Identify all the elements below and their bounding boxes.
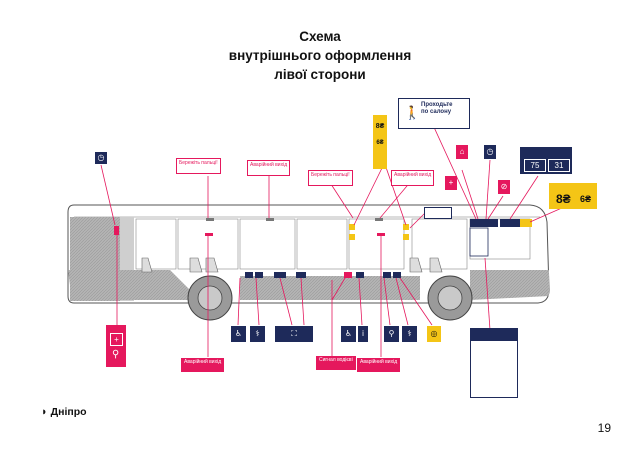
first-aid-icon: +	[110, 333, 123, 346]
fire-extinguisher-sticker: + ⚲	[106, 325, 126, 367]
pass-through-line-1: Проходьте	[421, 102, 453, 108]
walking-person-icon: 🚶	[404, 105, 421, 120]
footer-logo: ◗ Дніпро	[41, 406, 87, 418]
wheelchair-icon: ♿	[341, 326, 356, 342]
route-board: 75 31	[520, 147, 572, 174]
signal-driver-label: Сигнал водієві	[316, 356, 356, 370]
emergency-exit-bottom-1: Аварійний вихід	[181, 358, 225, 372]
passenger-seat-icon: ⚲	[384, 326, 399, 342]
page-title-line-2: внутрішнього оформлення	[228, 48, 412, 63]
footer-logo-text: Дніпро	[50, 406, 87, 418]
window	[348, 218, 405, 270]
seat	[205, 257, 219, 273]
beware-fingers-label-1: Бережіть пальці!	[176, 158, 221, 174]
elderly-seat-icon: ⚕	[402, 326, 417, 342]
beware-fingers-label-2: Бережіть пальці!	[308, 170, 353, 186]
stroller-icon: ⛶	[275, 326, 313, 342]
window	[239, 218, 296, 270]
fare-sticker-right: 8₴ 6₴	[549, 183, 597, 209]
fare-right-alt: 6₴	[580, 194, 592, 204]
camera-icon: ◎	[427, 326, 441, 342]
seat	[141, 257, 153, 273]
seat	[409, 257, 423, 273]
page-title-line-1: Схема	[299, 29, 341, 44]
first-aid-icon: +	[445, 176, 457, 190]
route-a: 75	[524, 159, 546, 172]
fare-price-main: 8₴	[375, 123, 385, 130]
passenger-seat-icon: ♿	[231, 326, 246, 342]
fare-right-main: 8₴	[556, 192, 571, 206]
elderly-seat-icon: ⚕	[250, 326, 265, 342]
fire-extinguisher-icon: ⌂	[456, 145, 468, 159]
pass-through-sign: 🚶 Проходьте по салону	[398, 98, 470, 129]
fire-extinguisher-icon: ⚲	[112, 349, 120, 360]
emergency-exit-bottom-2: Аварійний вихід	[357, 358, 401, 372]
window	[411, 218, 468, 270]
no-smoking-icon: ⊘	[498, 180, 510, 194]
bus-skirt	[68, 270, 200, 300]
page-title-line-3: лівої сторони	[274, 67, 366, 82]
fare-price-alt: 6₴	[376, 140, 384, 146]
page-number: 19	[597, 421, 611, 435]
seat	[189, 257, 203, 273]
info-icon: i	[358, 326, 368, 342]
emergency-exit-label-1: Аварійний вихід	[247, 160, 291, 176]
route-b: 31	[548, 159, 570, 172]
window	[296, 218, 348, 270]
info-panel	[470, 328, 518, 398]
seat	[429, 257, 443, 273]
clock-icon: ◷	[484, 145, 496, 159]
small-sign	[424, 207, 452, 219]
pass-through-line-2: по салону	[421, 109, 452, 115]
fare-sticker: 8₴ 6₴	[373, 115, 387, 169]
emergency-exit-label-2: Аварійний вихід	[391, 170, 435, 186]
dnipro-logo-icon: ◗	[41, 406, 48, 418]
clock-icon: ◷	[95, 152, 107, 164]
